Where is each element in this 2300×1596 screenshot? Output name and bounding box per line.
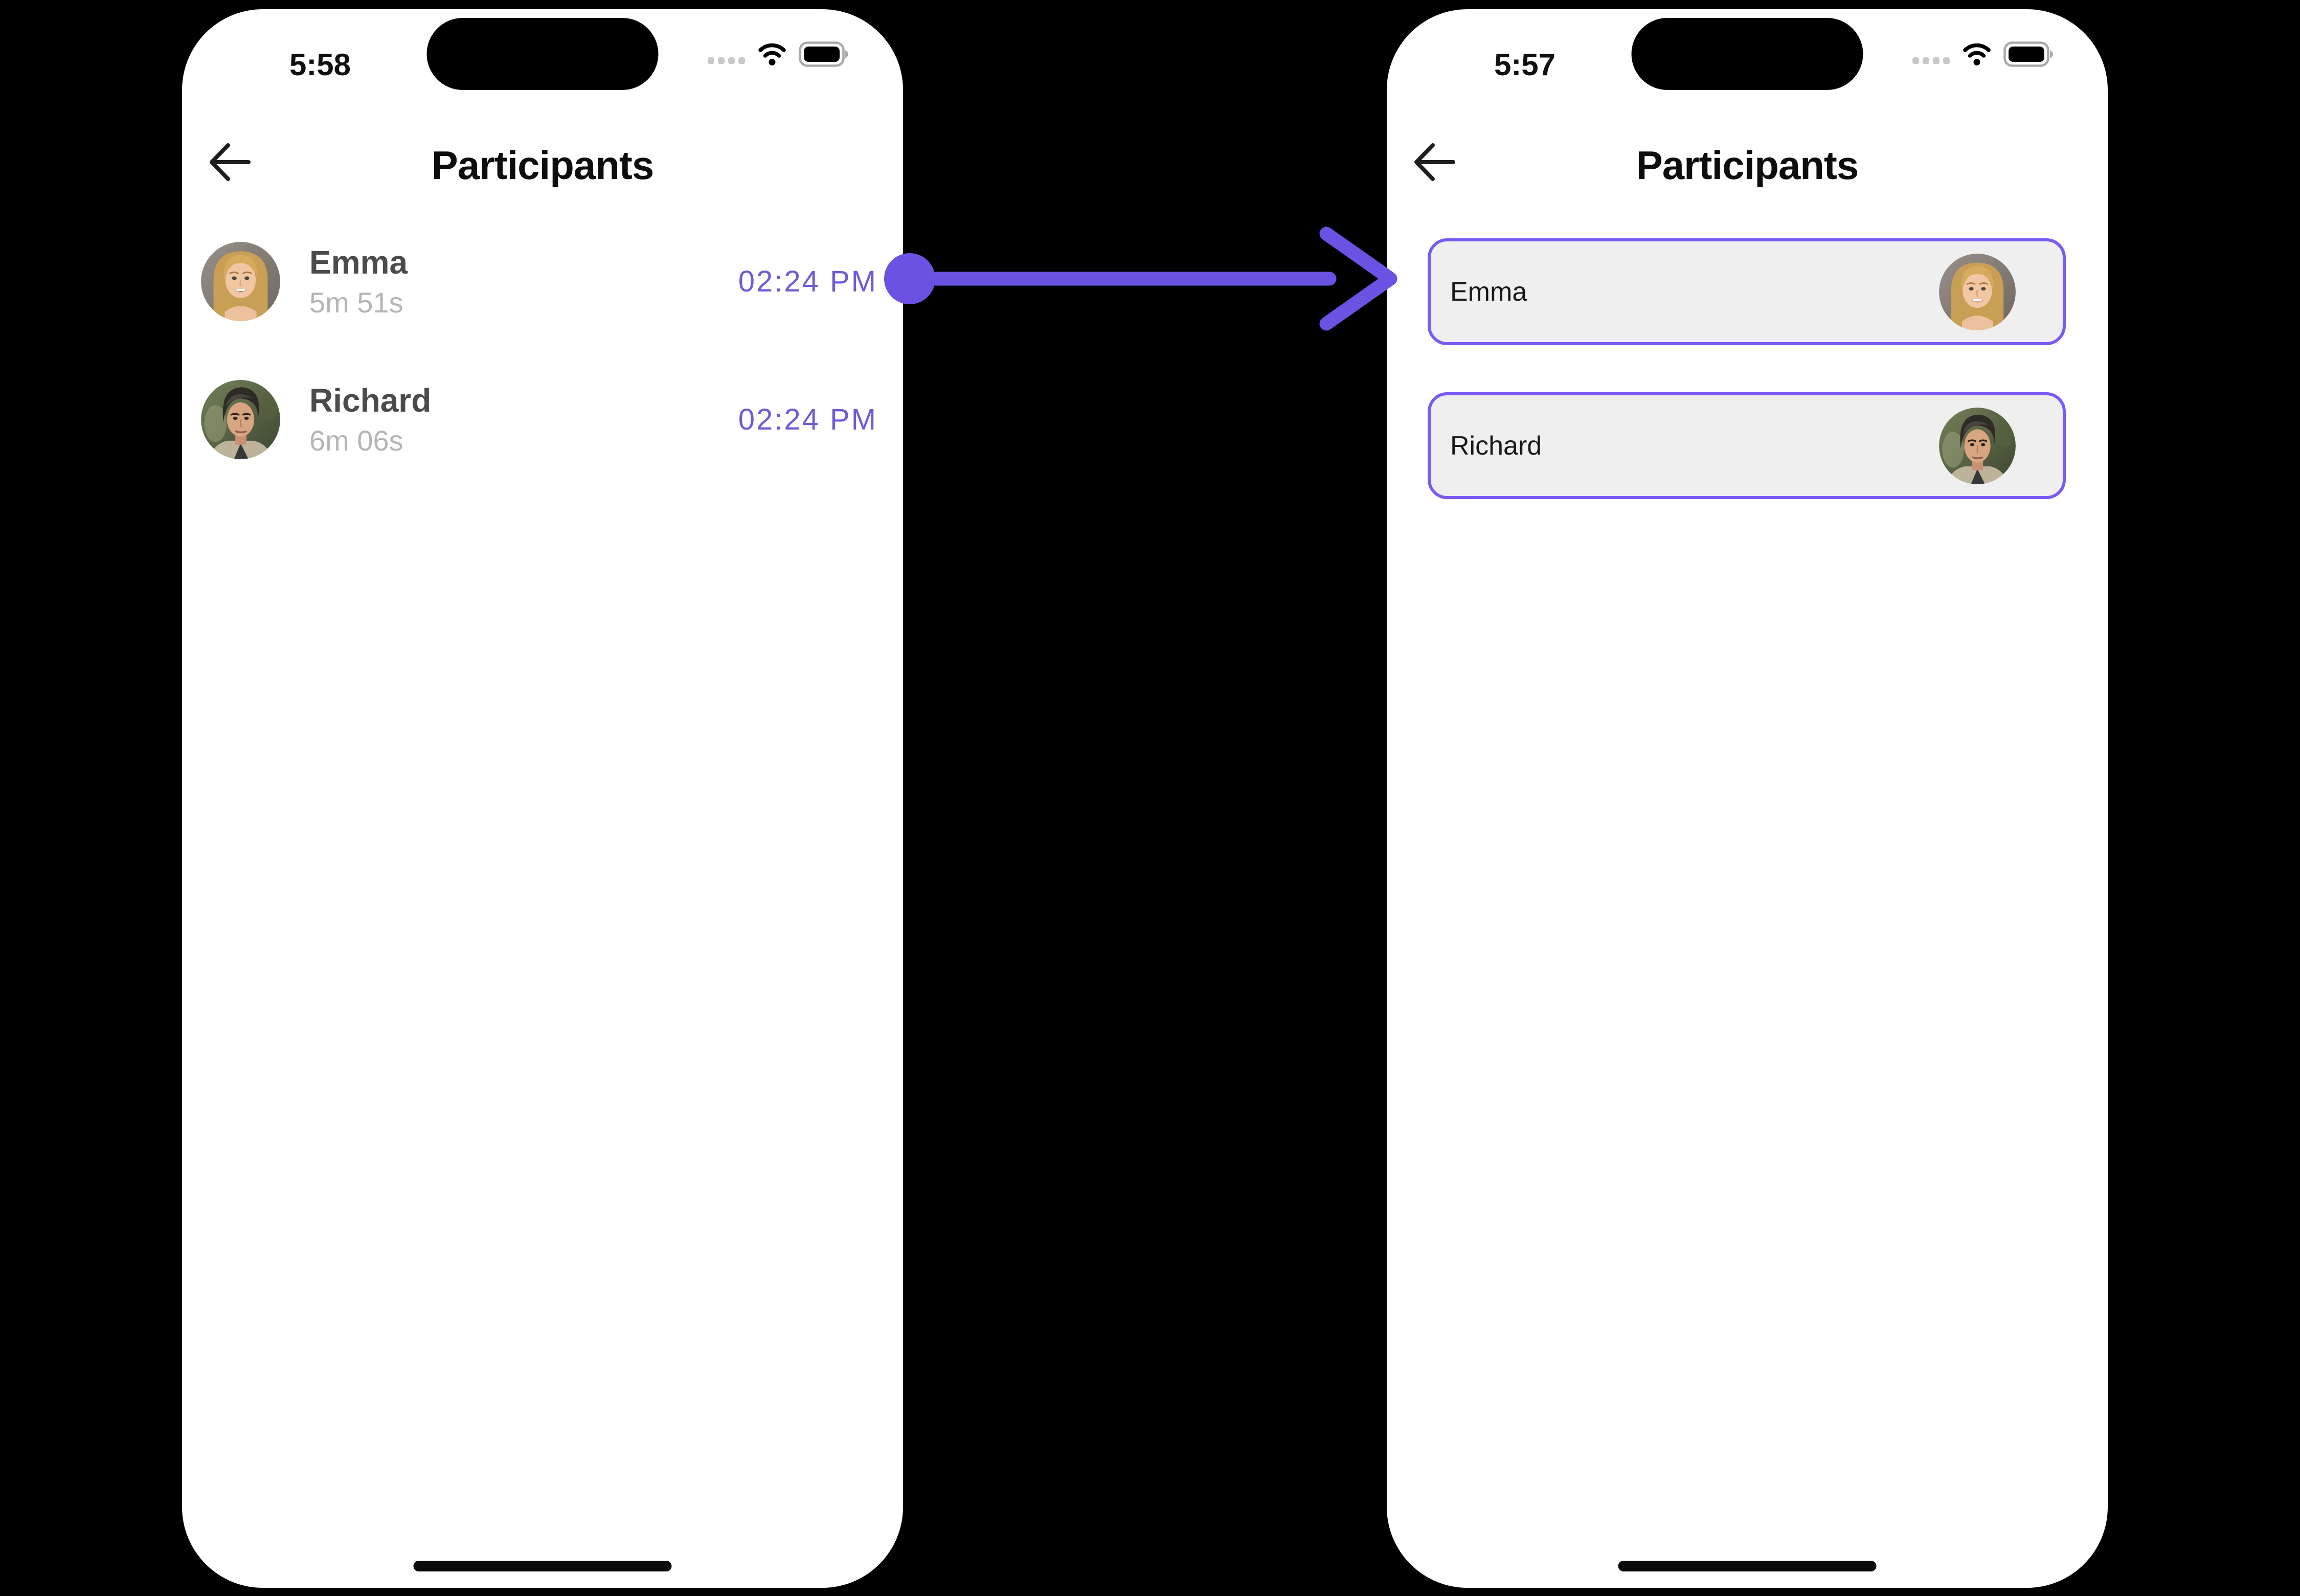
participant-name: Emma: [1450, 277, 1527, 307]
battery-icon: [799, 41, 848, 67]
status-time: 5:57: [1494, 48, 1556, 82]
cellular-dots-icon: [708, 57, 745, 64]
participant-name: Richard: [309, 382, 432, 419]
wifi-icon: [1963, 43, 1991, 65]
dynamic-island: [426, 18, 659, 90]
participant-duration: 6m 06s: [309, 424, 403, 457]
status-icons: [708, 41, 849, 68]
avatar-emma: [201, 242, 280, 321]
participant-texts: Richard 6m 06s: [309, 383, 431, 456]
back-arrow-icon: [210, 143, 251, 181]
participant-join-time: 02:24 PM: [738, 264, 877, 298]
status-time: 5:58: [289, 48, 351, 82]
avatar-richard: [201, 380, 280, 459]
participant-name: Emma: [309, 244, 408, 281]
wifi-icon: [758, 43, 786, 65]
home-indicator[interactable]: [413, 1561, 672, 1571]
page-title: Participants: [431, 143, 654, 188]
transition-arrow: [884, 227, 1397, 331]
participant-duration: 5m 51s: [309, 286, 403, 319]
participant-join-time: 02:24 PM: [738, 402, 877, 436]
phone-after: 5:57 P: [1387, 9, 2108, 1588]
page-title: Participants: [1636, 143, 1859, 188]
phone-before: 5:58 P: [182, 9, 903, 1588]
participant-row-emma[interactable]: Emma 5m 51s 02:24 PM: [201, 240, 877, 322]
participant-texts: Emma 5m 51s: [309, 244, 408, 318]
avatar-emma: [1939, 254, 2016, 330]
back-arrow-icon: [1414, 143, 1455, 181]
avatar-richard: [1939, 408, 2016, 484]
participant-row-richard[interactable]: Richard 6m 06s 02:24 PM: [201, 378, 877, 460]
dynamic-island: [1631, 18, 1863, 90]
participant-card-emma[interactable]: Emma: [1428, 238, 2066, 345]
home-indicator[interactable]: [1618, 1561, 1877, 1571]
battery-icon: [2003, 41, 2053, 67]
status-icons: [1912, 41, 2054, 68]
participant-card-richard[interactable]: Richard: [1428, 392, 2066, 499]
cellular-dots-icon: [1912, 57, 1950, 64]
participant-name: Richard: [1450, 431, 1542, 461]
back-button[interactable]: [1408, 139, 1459, 186]
back-button[interactable]: [204, 139, 255, 186]
